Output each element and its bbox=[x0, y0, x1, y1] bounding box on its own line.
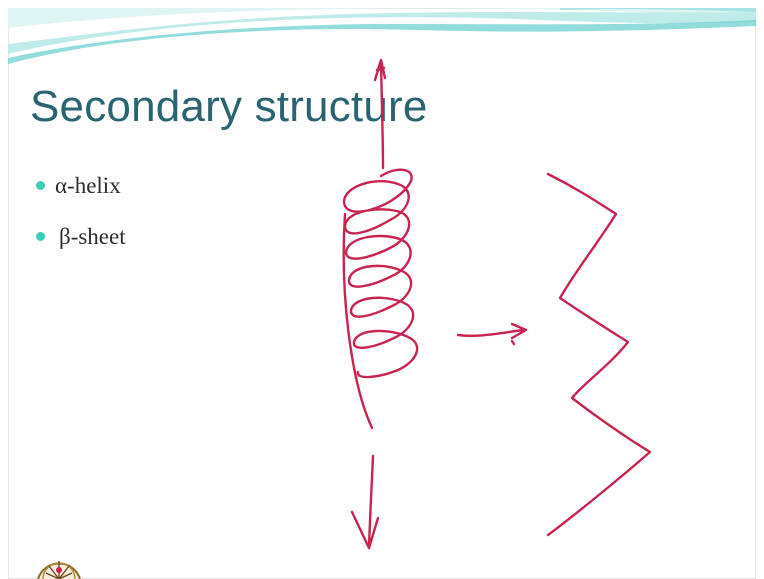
helix-sketch bbox=[344, 170, 417, 377]
helix-down-arrow-icon bbox=[352, 456, 378, 548]
pointer-arrow-icon bbox=[458, 324, 526, 344]
institute-logo-icon bbox=[34, 546, 84, 579]
helix-up-arrow-icon bbox=[375, 60, 385, 168]
zigzag-sheet-sketch bbox=[548, 174, 650, 535]
